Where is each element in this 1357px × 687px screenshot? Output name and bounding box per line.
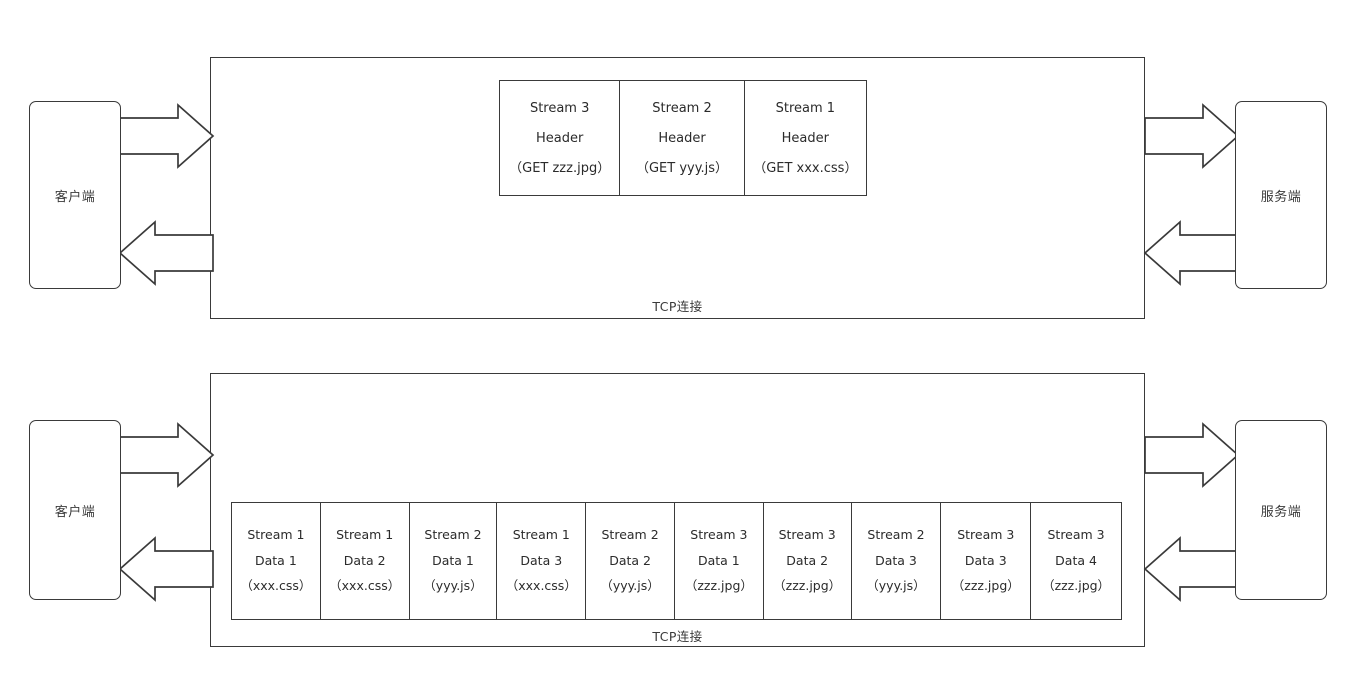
request-arrow-client-bottom [119, 422, 215, 496]
frame-detail-label: （GET xxx.css） [753, 160, 858, 176]
tcp-connection-label-bottom: TCP连接 [652, 629, 703, 644]
server-node-top-label: 服务端 [1260, 189, 1302, 205]
header-frame-strip: Stream 3 Header （GET zzz.jpg） Stream 2 H… [499, 80, 867, 196]
frame-stream-label: Stream 3 [1047, 527, 1105, 543]
frame-kind-label: Header [658, 130, 706, 146]
client-node-top-label: 客户端 [54, 189, 96, 205]
frame-detail-label: （zzz.jpg） [773, 578, 842, 594]
request-arrow-server-bottom [1144, 422, 1240, 496]
data-frame: Stream 3 Data 2 （zzz.jpg） [763, 503, 852, 619]
data-frame: Stream 1 Data 1 （xxx.css） [232, 503, 321, 619]
frame-kind-label: Data 2 [609, 552, 651, 568]
frame-detail-label: （zzz.jpg） [684, 578, 753, 594]
client-node-top: 客户端 [29, 101, 121, 289]
response-arrow-client-top [118, 220, 214, 294]
frame-stream-label: Stream 2 [652, 100, 712, 116]
header-frame: Stream 1 Header （GET xxx.css） [744, 81, 866, 195]
data-frame-strip: Stream 1 Data 1 （xxx.css） Stream 1 Data … [231, 502, 1122, 620]
frame-stream-label: Stream 3 [529, 100, 590, 116]
frame-stream-label: Stream 2 [424, 527, 482, 543]
frame-kind-label: Data 4 [1055, 552, 1097, 568]
frame-kind-label: Data 1 [255, 552, 297, 568]
frame-kind-label: Data 1 [432, 552, 474, 568]
frame-stream-label: Stream 2 [601, 527, 659, 543]
frame-kind-label: Data 2 [786, 552, 829, 568]
frame-stream-label: Stream 3 [957, 527, 1015, 543]
frame-detail-label: （xxx.css） [505, 578, 577, 594]
response-arrow-server-top [1143, 220, 1239, 294]
request-arrow-client-top [119, 103, 215, 177]
data-frame: Stream 1 Data 2 （xxx.css） [320, 503, 410, 619]
client-node-bottom-label: 客户端 [54, 504, 96, 520]
frame-kind-label: Data 3 [964, 552, 1007, 568]
frame-detail-label: （xxx.css） [240, 578, 312, 594]
data-frame: Stream 3 Data 3 （zzz.jpg） [941, 503, 1032, 619]
frame-kind-label: Data 2 [343, 552, 386, 568]
data-frame: Stream 2 Data 3 （yyy.js） [851, 503, 942, 619]
frame-detail-label: （zzz.jpg） [1042, 578, 1111, 594]
frame-detail-label: （zzz.jpg） [951, 578, 1020, 594]
header-frame: Stream 2 Header （GET yyy.js） [620, 81, 745, 195]
frame-kind-label: Data 3 [875, 552, 917, 568]
frame-detail-label: （yyy.js） [423, 578, 483, 594]
response-arrow-client-bottom [118, 536, 214, 610]
frame-stream-label: Stream 1 [247, 527, 305, 543]
frame-detail-label: （GET zzz.jpg） [509, 160, 611, 176]
frame-stream-label: Stream 1 [336, 527, 394, 543]
frame-stream-label: Stream 2 [867, 527, 925, 543]
frame-kind-label: Data 1 [697, 552, 740, 568]
data-frame: Stream 2 Data 2 （yyy.js） [586, 503, 675, 619]
frame-detail-label: （xxx.css） [329, 578, 401, 594]
response-arrow-server-bottom [1143, 536, 1239, 610]
frame-detail-label: （yyy.js） [600, 578, 660, 594]
frame-detail-label: （GET yyy.js） [635, 160, 729, 176]
server-node-top: 服务端 [1235, 101, 1327, 289]
data-frame: Stream 3 Data 1 （zzz.jpg） [674, 503, 764, 619]
frame-stream-label: Stream 1 [512, 527, 570, 543]
data-frame: Stream 2 Data 1 （yyy.js） [409, 503, 498, 619]
server-node-bottom-label: 服务端 [1260, 504, 1302, 520]
server-node-bottom: 服务端 [1235, 420, 1327, 600]
client-node-bottom: 客户端 [29, 420, 121, 600]
frame-detail-label: （yyy.js） [866, 578, 926, 594]
header-frame: Stream 3 Header （GET zzz.jpg） [500, 81, 621, 195]
data-frame: Stream 1 Data 3 （xxx.css） [497, 503, 587, 619]
data-frame: Stream 3 Data 4 （zzz.jpg） [1031, 503, 1121, 619]
request-arrow-server-top [1144, 103, 1240, 177]
frame-stream-label: Stream 3 [778, 527, 836, 543]
frame-stream-label: Stream 3 [690, 527, 748, 543]
frame-kind-label: Data 3 [520, 552, 563, 568]
frame-kind-label: Header [536, 130, 584, 146]
frame-kind-label: Header [781, 130, 829, 146]
frame-stream-label: Stream 1 [775, 100, 836, 116]
tcp-connection-label-top: TCP连接 [652, 299, 703, 314]
